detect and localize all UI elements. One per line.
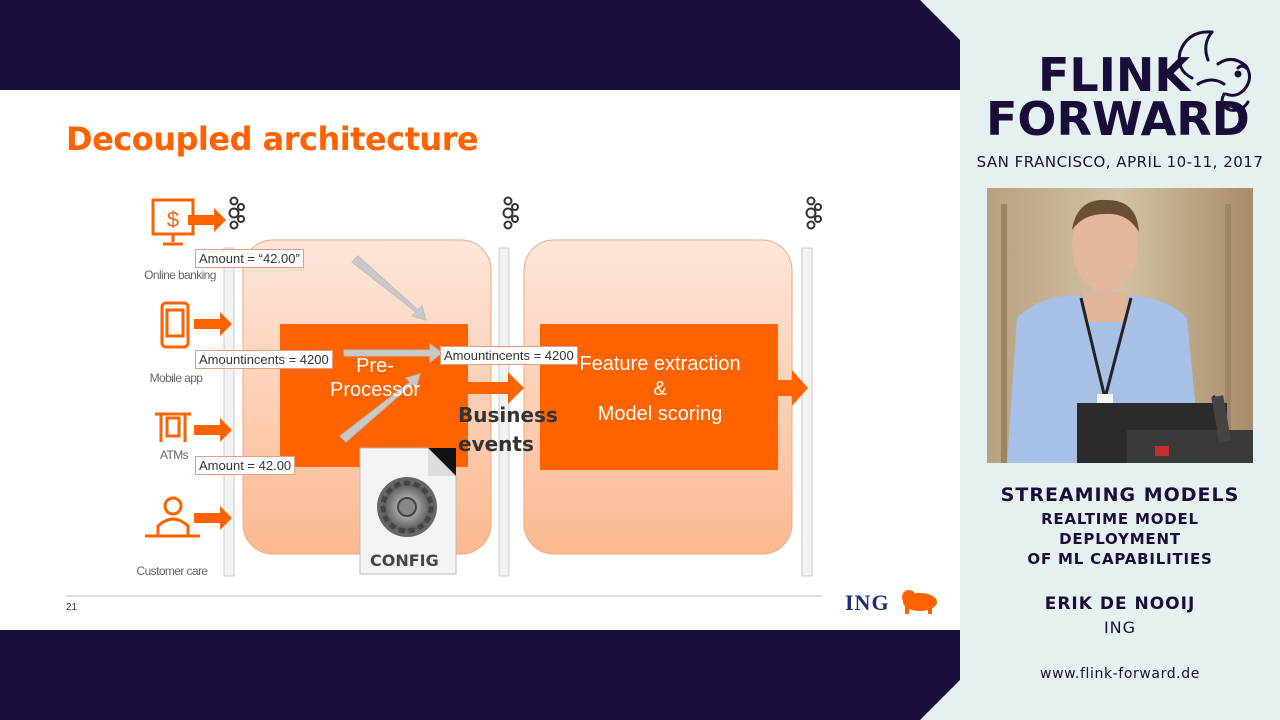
atm-icon [155,412,191,442]
ing-lion-icon [902,590,937,614]
conference-subtitle: SAN FRANCISCO, APRIL 10-11, 2017 [976,153,1264,171]
presentation-slide: Decoupled architecture [0,90,960,630]
kafka-icon [502,196,519,230]
source-label-mobile-app: Mobile app [149,371,203,385]
amountincents-left-callout: Amountincents = 4200 [195,350,333,369]
page-number: 21 [66,602,78,613]
transform-arrows [339,255,443,443]
speaker-name: ERIK DE NOOIJ [1044,594,1196,614]
kafka-icon [228,196,245,230]
architecture-diagram: $ [66,196,937,614]
source-label-customer-care: Customer care [136,564,209,578]
talk-title: STREAMING MODELS [1000,484,1240,506]
kafka-topic-bar [223,247,235,577]
scoring-label-line2: & [653,378,667,400]
speaker-photo [987,188,1253,463]
input-arrows [188,208,808,530]
flink-forward-logo-line2: FORWARD [986,92,1250,146]
amount-number-callout: Amount = 42.00 [195,456,296,475]
preprocessor-label: Pre- Processor [300,354,450,402]
scoring-label-line3: Model scoring [597,403,723,425]
amountincents-right-callout: Amountincents = 4200 [440,346,578,365]
person-icon [145,496,200,538]
kafka-icon [805,196,822,230]
smartphone-icon [160,301,190,349]
slide-title: Decoupled architecture [66,120,479,158]
scoring-label: Feature extraction & Model scoring [548,352,772,427]
source-label-atms: ATMs [159,448,189,462]
business-events-line2: events [458,432,534,456]
config-label: CONFIG [370,551,439,570]
business-events-line1: Business [458,403,558,427]
talk-subtitle-line2: DEPLOYMENT [1059,530,1181,548]
preprocessor-label-line1: Pre- [356,355,394,377]
kafka-topic-bar [801,247,813,577]
scoring-box [540,324,778,470]
talk-subtitle-line3: OF ML CAPABILITIES [1027,550,1213,568]
conference-website: www.flink-forward.de [1040,666,1200,682]
squirrel-icon [1177,30,1251,112]
talk-subtitle-line1: REALTIME MODEL [1041,510,1199,528]
business-events-label: Business events [458,401,558,459]
preprocessor-box [280,324,468,467]
monitor-dollar-glyph: $ [167,207,179,232]
speaker-company: ING [1103,618,1137,637]
scoring-label-line1: Feature extraction [579,353,741,375]
kafka-topic-bar [498,247,510,577]
ing-logo-text: ING [845,590,890,615]
flink-forward-logo-line1: FLINK [1038,48,1190,102]
config-document-icon [359,447,457,575]
source-label-online-banking: Online banking [144,268,216,282]
amount-string-callout: Amount = “42.00” [195,249,304,268]
preprocessor-label-line2: Processor [329,379,421,401]
speaker-video [987,188,1253,463]
